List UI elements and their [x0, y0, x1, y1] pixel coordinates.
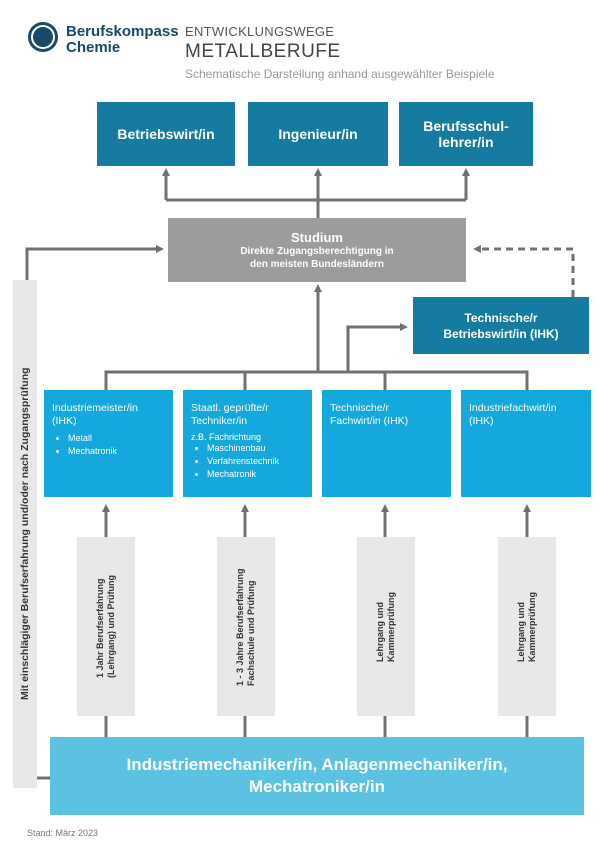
qualification-title: Technische/r Fachwirt/in (IHK): [330, 402, 409, 427]
qualification-list: Maschinenbau Verfahrenstechnik Mechatron…: [191, 442, 279, 481]
header-kicker: ENTWICKLUNGSWEGE: [185, 24, 335, 39]
studium-box: Studium Direkte Zugangsberechtigung in d…: [168, 218, 466, 282]
career-label: Betriebswirt/in: [117, 126, 215, 142]
page-title: METALLBERUFE: [185, 41, 341, 62]
path-box-3: Lehrgang und Kammerprüfung: [357, 537, 415, 716]
list-item: Mechatronik: [68, 445, 117, 458]
list-item: Maschinenbau: [207, 442, 279, 455]
side-path-label: Mit einschlägiger Berufserfahrung und/od…: [18, 367, 31, 701]
career-label: Berufsschul- lehrer/in: [423, 118, 509, 150]
brand-name: Berufskompass Chemie: [66, 24, 179, 56]
technischer-betriebswirt-box: Technische/r Betriebswirt/in (IHK): [413, 297, 589, 354]
footer-date: Stand: März 2023: [27, 828, 99, 838]
path-label: Lehrgang und Kammerprüfung: [375, 591, 396, 662]
qualification-box-industriemeister: Industriemeister/in (IHK) Metall Mechatr…: [44, 390, 173, 497]
qualification-title: Staatl. geprüfte/r Techniker/in: [191, 402, 269, 427]
career-label: Ingenieur/in: [278, 126, 358, 142]
path-label: 1 - 3 Jahre Berufserfahrung Fachschule u…: [235, 567, 256, 686]
base-jobs-label: Industriemechaniker/in, Anlagenmechanike…: [126, 755, 508, 796]
career-box-ingenieur: Ingenieur/in: [248, 102, 388, 166]
qualification-box-industriefachwirt: Industriefachwirt/in (IHK): [461, 390, 591, 497]
qualification-box-techniker: Staatl. geprüfte/r Techniker/in z.B. Fac…: [183, 390, 312, 497]
page-subtitle: Schematische Darstellung anhand ausgewäh…: [185, 67, 495, 81]
studium-title: Studium: [291, 229, 343, 245]
career-box-betriebswirt: Betriebswirt/in: [97, 102, 235, 166]
path-box-1: 1 Jahr Berufserfahrung (Lehrgang) und Pr…: [77, 537, 135, 716]
qualification-title: Industriemeister/in (IHK): [52, 402, 138, 427]
side-path-box: Mit einschlägiger Berufserfahrung und/od…: [13, 280, 37, 788]
list-item: Metall: [68, 432, 117, 445]
path-label: Lehrgang und Kammerprüfung: [516, 591, 537, 662]
brand-line-2: Chemie: [66, 39, 121, 56]
base-jobs-box: Industriemechaniker/in, Anlagenmechanike…: [50, 737, 584, 815]
career-box-berufsschullehrer: Berufsschul- lehrer/in: [399, 102, 533, 166]
path-label: 1 Jahr Berufserfahrung (Lehrgang) und Pr…: [95, 575, 116, 678]
technischer-betriebswirt-label: Technische/r Betriebswirt/in (IHK): [443, 310, 559, 341]
brand-line-1: Berufskompass: [66, 23, 179, 40]
qualification-box-technischer-fachwirt: Technische/r Fachwirt/in (IHK): [322, 390, 451, 497]
list-item: Mechatronik: [207, 468, 279, 481]
path-box-2: 1 - 3 Jahre Berufserfahrung Fachschule u…: [217, 537, 275, 716]
path-box-4: Lehrgang und Kammerprüfung: [498, 537, 556, 716]
qualification-title: Industriefachwirt/in (IHK): [469, 402, 557, 427]
compass-logo-icon: [28, 22, 58, 52]
list-item: Verfahrenstechnik: [207, 455, 279, 468]
qualification-note: z.B. Fachrichtung: [191, 432, 262, 442]
studium-text: Direkte Zugangsberechtigung in den meist…: [240, 245, 394, 270]
qualification-list: Metall Mechatronik: [52, 432, 117, 458]
